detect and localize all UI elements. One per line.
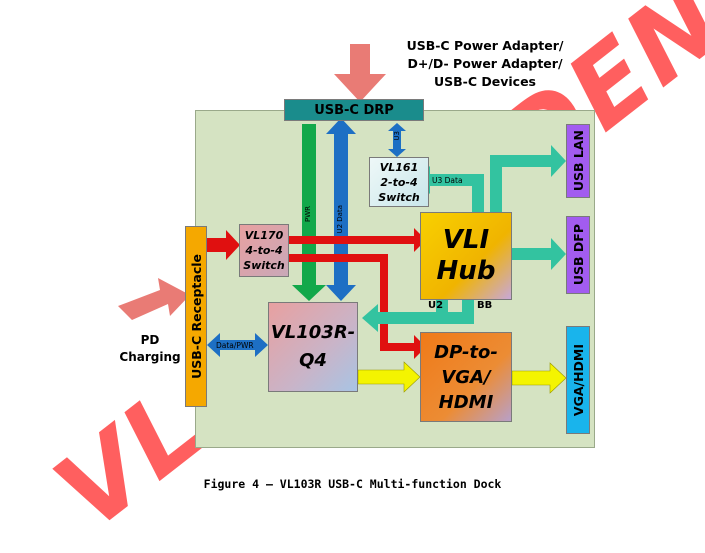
bb-label: BB [477,300,493,311]
dp-line1: DP-to- [434,341,498,363]
vga-hdmi-label: VGA/HDMI [570,343,586,417]
u3-data-arrow [414,166,484,213]
usb-lan-port: USB LAN [566,124,590,198]
receptacle-label: USB-C Receptacle [188,254,204,379]
pd-charging-label: PD Charging [119,333,181,364]
vli-hub-block: VLI Hub [420,212,512,300]
u3-arrow [388,123,406,157]
diagram: VL CONFIDENTIAL U [33,0,705,553]
dp-to-vga-arrow [511,362,567,394]
vl103r-line1: VL103R- [270,322,356,343]
vl170-block: VL170 4-to-4 Switch [239,224,289,277]
pwr-arrow [292,124,326,301]
dp-line2: VGA/ [441,366,491,388]
u2-label: U2 [428,300,444,311]
usb-c-drp-block: USB-C DRP [284,99,424,121]
hub-to-vl103r-arrow [362,300,474,332]
vl170-line3: Switch [243,259,285,272]
u3-label: U3 [393,131,401,141]
vl170-to-dp-arrow [288,254,426,359]
hub-line1: VLI [442,225,490,255]
u2-data-arrow [326,118,356,301]
receptacle-to-vl170-arrow [207,230,240,260]
vl161-block: VL161 2-to-4 Switch [369,157,429,207]
hub-to-lan-arrow [490,145,566,213]
vl170-line1: VL170 [244,229,284,242]
pd-charging-arrow [118,278,190,320]
usb-c-receptacle-block: USB-C Receptacle [185,226,207,407]
dp-line3: HDMI [438,391,494,413]
data-pwr-arrow [207,333,268,357]
vl103r-q4-block: VL103R- Q4 [268,302,358,392]
vl161-line2: 2-to-4 [380,175,418,189]
hub-to-dfp-arrow [512,238,566,270]
vl170-to-hub-arrow [288,228,426,252]
usb-c-drp-label: USB-C DRP [314,102,394,118]
hub-line2: Hub [436,256,496,286]
usb-dfp-port: USB DFP [566,216,590,294]
figure-caption: Figure 4 – VL103R USB-C Multi-function D… [203,477,502,491]
vl103r-to-dp-arrow [357,361,421,393]
dp-to-vga-hdmi-block: DP-to- VGA/ HDMI [420,332,512,422]
vl161-line3: Switch [378,190,420,204]
vl103r-line2: Q4 [299,350,327,371]
u3-data-label: U3 Data [432,176,463,185]
input-arrow [334,44,386,102]
pwr-label: PWR [304,206,312,223]
vl161-line1: VL161 [379,160,419,174]
usb-lan-label: USB LAN [570,130,586,192]
vl170-line2: 4-to-4 [245,244,283,257]
usb-dfp-label: USB DFP [570,224,586,286]
u2-data-label: U2 Data [336,205,344,234]
top-input-label: USB-C Power Adapter/ D+/D- Power Adapter… [406,38,564,89]
data-pwr-label: Data/PWR [216,341,254,350]
vga-hdmi-port: VGA/HDMI [566,326,590,434]
arrows-layer [118,44,567,394]
